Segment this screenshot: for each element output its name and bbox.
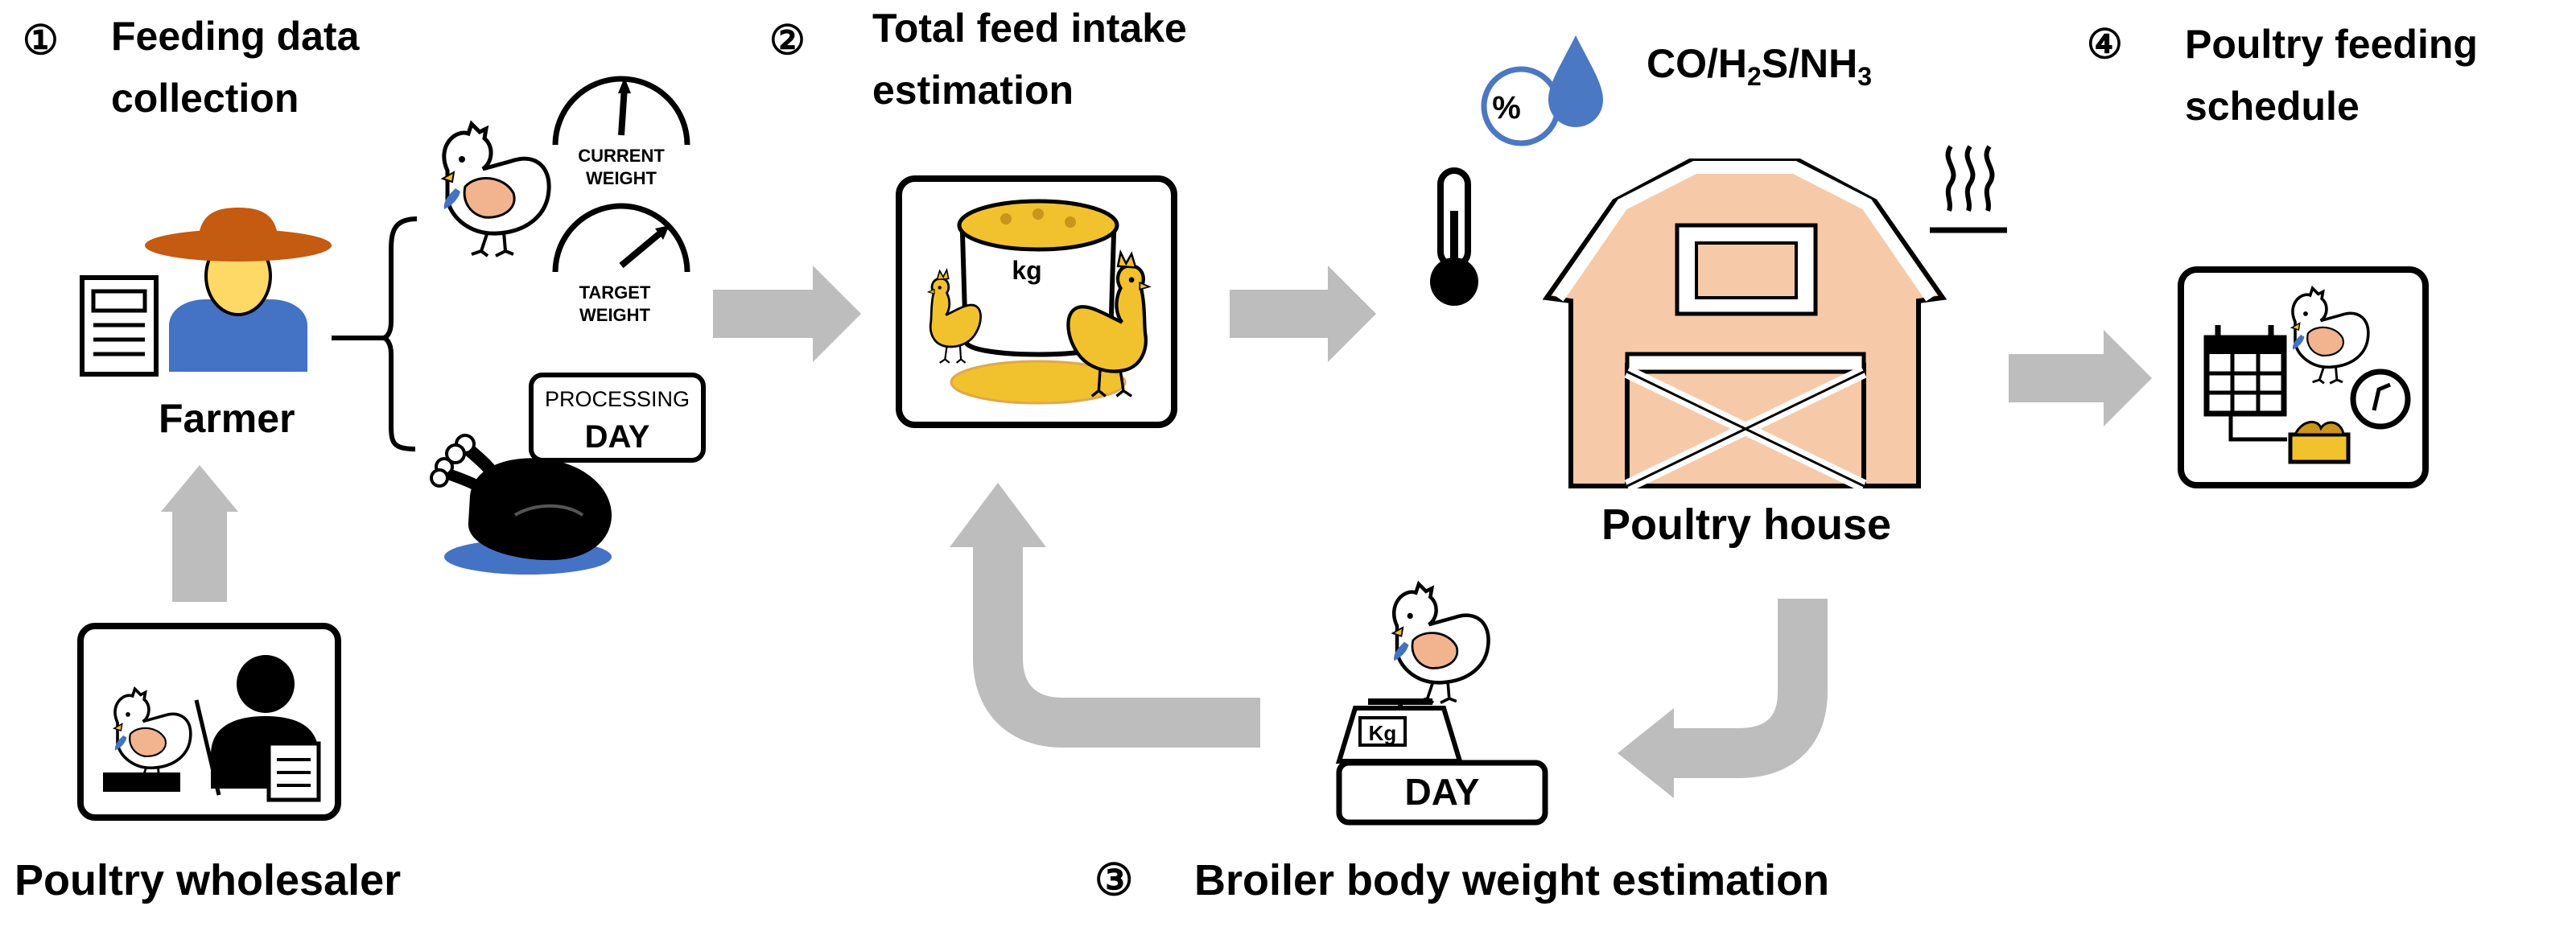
wholesaler-label: Poultry wholesaler — [14, 856, 401, 904]
step-1-number: ① — [23, 18, 59, 63]
step-4-title-line2: schedule — [2185, 84, 2360, 129]
farmer-icon — [145, 208, 332, 372]
weighed-chicken-icon — [1393, 584, 1489, 703]
poultry-house-icon — [1542, 159, 1947, 492]
gas-label: CO/H2S/NH3 — [1647, 41, 1872, 91]
day-label: DAY — [1405, 771, 1480, 813]
current-weight-label-line2: WEIGHT — [586, 168, 657, 188]
poultry-house-label: Poultry house — [1601, 501, 1891, 549]
document-icon — [80, 275, 159, 377]
arrow-house-to-weight — [1671, 599, 1828, 778]
processing-label: PROCESSING — [545, 387, 690, 411]
arrow-1-to-2 — [713, 266, 861, 362]
step-4-title-line1: Poultry feeding — [2185, 22, 2478, 67]
calendar-icon — [2203, 325, 2287, 417]
processing-day-box — [529, 373, 706, 463]
step-3-title: Broiler body weight estimation — [1194, 856, 1829, 904]
step-1-title-line1: Feeding data — [111, 14, 361, 59]
chicken-icon — [443, 124, 549, 256]
wholesaler-scale-icon — [103, 772, 180, 792]
current-weight-gauge-icon — [552, 76, 690, 146]
scale-unit: Kg — [1369, 721, 1397, 745]
heat-icon — [1930, 145, 2007, 233]
step-2-title-line2: estimation — [872, 68, 1074, 113]
step-3-number: ③ — [1094, 856, 1133, 904]
day-box — [1336, 760, 1548, 826]
humidity-icon — [1481, 35, 1603, 146]
target-weight-label-line2: WEIGHT — [579, 305, 651, 325]
farmer-label: Farmer — [159, 396, 295, 441]
processing-day-label: DAY — [585, 419, 650, 455]
feed-tray-icon — [2228, 414, 2351, 464]
scale-icon — [1335, 698, 1464, 764]
arrow-wholesaler-to-farmer — [161, 465, 238, 602]
current-weight-label-line1: CURRENT — [578, 146, 665, 166]
thermometer-icon — [1430, 167, 1478, 306]
arrow-weight-to-feed — [973, 547, 1260, 748]
target-weight-gauge-icon — [552, 203, 690, 273]
step-1-title-line2: collection — [111, 76, 299, 121]
step-2-title-line1: Total feed intake — [872, 6, 1187, 51]
arrow-house-to-4 — [2009, 330, 2152, 426]
clock-icon — [2350, 369, 2411, 430]
humidity-symbol: % — [1492, 90, 1521, 126]
arrow-2-to-house — [1230, 266, 1376, 362]
step-2-number: ② — [769, 18, 806, 63]
feed-bag-unit: kg — [1012, 256, 1041, 285]
processed-chicken-icon — [430, 434, 612, 575]
step-4-number: ④ — [2087, 22, 2123, 67]
branch-bracket — [332, 216, 418, 451]
wholesaler-person-icon — [194, 655, 321, 802]
target-weight-label-line1: TARGET — [579, 282, 651, 303]
